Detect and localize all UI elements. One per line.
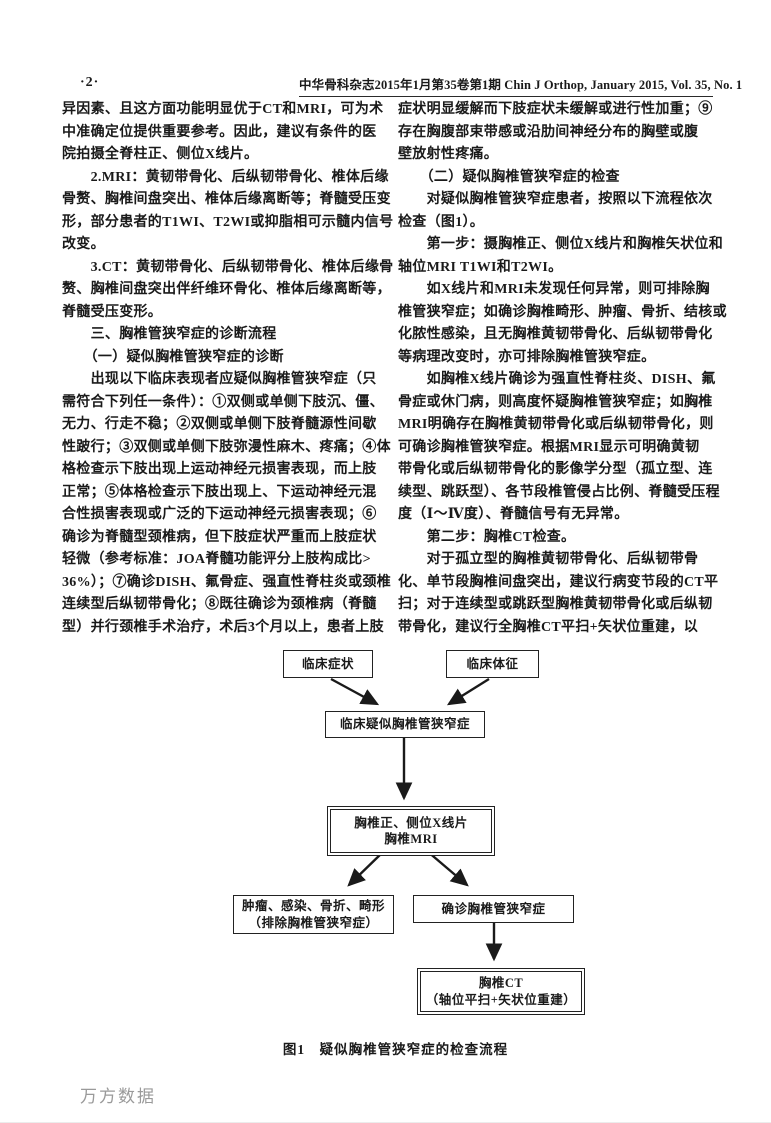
- text-line: 无力、行走不稳；②双侧或单侧下肢脊髓源性间歇: [62, 417, 377, 432]
- text-line: 第一步：摄胸椎正、侧位X线片和胸椎矢状位和: [398, 237, 724, 252]
- text-line: 正常；⑤体格检查示下肢出现上、下运动神经元混: [62, 484, 377, 500]
- watermark-wanfang-data: 万方数据: [80, 1087, 156, 1106]
- text-line: 出现以下临床表现者应疑似胸椎管狭窄症（只: [62, 372, 377, 387]
- box-label: 临床体征: [466, 656, 519, 671]
- text-line: 骨赘、胸椎间盘突出、椎体后缘离断等；脊髓受压变: [62, 192, 391, 207]
- text-line: 轴位MRI T1WI和T2WI。: [398, 259, 563, 275]
- text-line: 中准确定位提供重要参考。因此，建议有条件的医: [62, 124, 377, 140]
- box-label: 确诊胸椎管狭窄症: [441, 901, 546, 916]
- box-label-line2: （轴位平扫+矢状位重建）: [425, 992, 577, 1007]
- text-line: 异因素、且这方面功能明显优于CT和MRI，可为术: [62, 102, 384, 117]
- text-line: 轻微（参考标准：JOA脊髓功能评分上肢构成比>: [62, 552, 371, 567]
- text-line: MRI明确存在胸椎黄韧带骨化或后纵韧带骨化，则: [398, 417, 714, 432]
- text-line: 合性损害表现或广泛的下运动神经元损害表现；⑥: [62, 507, 377, 522]
- text-line: 改变。: [62, 237, 105, 252]
- text-line: 第二步：胸椎CT检查。: [398, 529, 576, 545]
- text-line: 脊髓受压变形。: [62, 304, 163, 320]
- text-line: 连续型后纵韧带骨化；⑧既往确诊为颈椎病（脊髓: [62, 597, 377, 612]
- text-line: 型）并行颈椎手术治疗，术后3个月以上，患者上肢: [62, 619, 384, 635]
- text-line: 化、单节段胸椎间盘突出，建议行病变节段的CT平: [398, 574, 719, 590]
- page-number: ·2·: [80, 75, 100, 90]
- text-line: 度（Ⅰ～Ⅳ度）、脊髓信号有无异常。: [398, 507, 629, 522]
- text-line: 可确诊胸椎管狭窄症。根据MRI显示可明确黄韧: [398, 439, 700, 455]
- figure-caption: 图1 疑似胸椎管狭窄症的检查流程: [282, 1042, 509, 1057]
- text-line: 扫；对于连续型或跳跃型胸椎黄韧带骨化或后纵韧: [398, 597, 713, 612]
- text-line: 如X线片和MRI未发现任何异常，则可排除胸: [398, 282, 710, 297]
- box-label-line1: 肿瘤、感染、骨折、畸形: [241, 899, 385, 914]
- text-line: 2.MRI：黄韧带骨化、后纵韧带骨化、椎体后缘: [62, 169, 389, 185]
- text-line: 对疑似胸椎管狭窄症患者，按照以下流程依次: [398, 192, 713, 207]
- text-line: 椎管狭窄症；如确诊胸椎畸形、肿瘤、骨折、结核或: [398, 304, 727, 320]
- text-line: 带骨化或后纵韧带骨化的影像学分型（孤立型、连: [398, 462, 713, 477]
- text-line: 格检查示下肢出现上运动神经元损害表现，而上肢: [62, 462, 377, 477]
- right-column: 症状明显缓解而下肢症状未缓解或进行性加重；⑨ 存在胸腹部束带感或沿肋间神经分布的胸…: [398, 99, 730, 639]
- text-line: 壁放射性疼痛。: [398, 147, 499, 162]
- flowchart-box-suspected-stenosis: 临床疑似胸椎管狭窄症: [325, 711, 485, 738]
- text-line: （二）疑似胸椎管狭窄症的检查: [398, 169, 620, 185]
- text-line: 症状明显缓解而下肢症状未缓解或进行性加重；⑨: [398, 102, 713, 117]
- text-line: 形，部分患者的T1WI、T2WI或抑脂相可示髓内信号: [62, 214, 394, 230]
- box-label-line1: 胸椎正、侧位X线片: [354, 815, 468, 830]
- left-column: 异因素、且这方面功能明显优于CT和MRI，可为术中准确定位提供重要参考。因此，建…: [62, 99, 394, 639]
- text-line: 36%）；⑦确诊DISH、氟骨症、强直性脊柱炎或颈椎: [62, 574, 392, 590]
- text-line: 3.CT：黄韧带骨化、后纵韧带骨化、椎体后缘骨: [62, 259, 394, 275]
- flowchart-box-confirmed-stenosis: 确诊胸椎管狭窄症: [413, 895, 574, 923]
- text-line: 带骨化，建议行全胸椎CT平扫+矢状位重建，以: [398, 619, 699, 635]
- text-line: 性跛行；③双侧或单侧下肢弥漫性麻木、疼痛；④体: [62, 439, 391, 455]
- box-label-line2: 胸椎MRI: [384, 832, 438, 846]
- text-line: 等病理改变时，亦可排除胸椎管狭窄症。: [398, 349, 656, 365]
- text-line: 续型、跳跃型）、各节段椎管侵占比例、脊髓受压程: [398, 484, 720, 500]
- box-label: 临床症状: [301, 656, 354, 671]
- box-label: 临床疑似胸椎管狭窄症: [339, 717, 470, 732]
- text-line: 骨症或休门病，则高度怀疑胸椎管狭窄症；如胸椎: [398, 394, 713, 410]
- text-line: 如胸椎X线片确诊为强直性脊柱炎、DISH、氟: [398, 372, 716, 387]
- flowchart-box-thoracic-ct: 胸椎CT （轴位平扫+矢状位重建）: [417, 968, 585, 1015]
- text-line: 确诊为脊髓型颈椎病，但下肢症状严重而上肢症状: [62, 529, 377, 545]
- text-line: 三、胸椎管狭窄症的诊断流程: [62, 327, 277, 342]
- flowchart-box-xray-mri: 胸椎正、侧位X线片 胸椎MRI: [327, 806, 495, 856]
- flowchart-box-exclude-stenosis: 肿瘤、感染、骨折、畸形 （排除胸椎管狭窄症）: [233, 895, 394, 934]
- text-line: 院拍摄全脊柱正、侧位X线片。: [62, 147, 259, 162]
- text-line: 存在胸腹部束带感或沿肋间神经分布的胸壁或腹: [398, 124, 699, 140]
- text-line: 赘、胸椎间盘突出伴纤维环骨化、椎体后缘离断等，: [62, 282, 391, 297]
- text-line: （一）疑似胸椎管狭窄症的诊断: [62, 349, 284, 365]
- box-label-line2: （排除胸椎管狭窄症）: [248, 915, 379, 930]
- text-line: 检查（图1）。: [398, 214, 485, 230]
- text-line: 对于孤立型的胸椎黄韧带骨化、后纵韧带骨: [398, 552, 699, 567]
- text-line: 需符合下列任一条件）：①双侧或单侧下肢沉、僵、: [62, 394, 384, 410]
- flowchart-box-clinical-signs: 临床体征: [446, 650, 539, 678]
- box-label-line1: 胸椎CT: [478, 976, 524, 991]
- text-line: 化脓性感染，且无胸椎黄韧带骨化、后纵韧带骨化: [398, 327, 713, 342]
- journal-citation: 中华骨科杂志2015年1月第35卷第1期 Chin J Orthop, Janu…: [299, 74, 742, 97]
- flowchart-box-clinical-symptoms: 临床症状: [283, 650, 373, 678]
